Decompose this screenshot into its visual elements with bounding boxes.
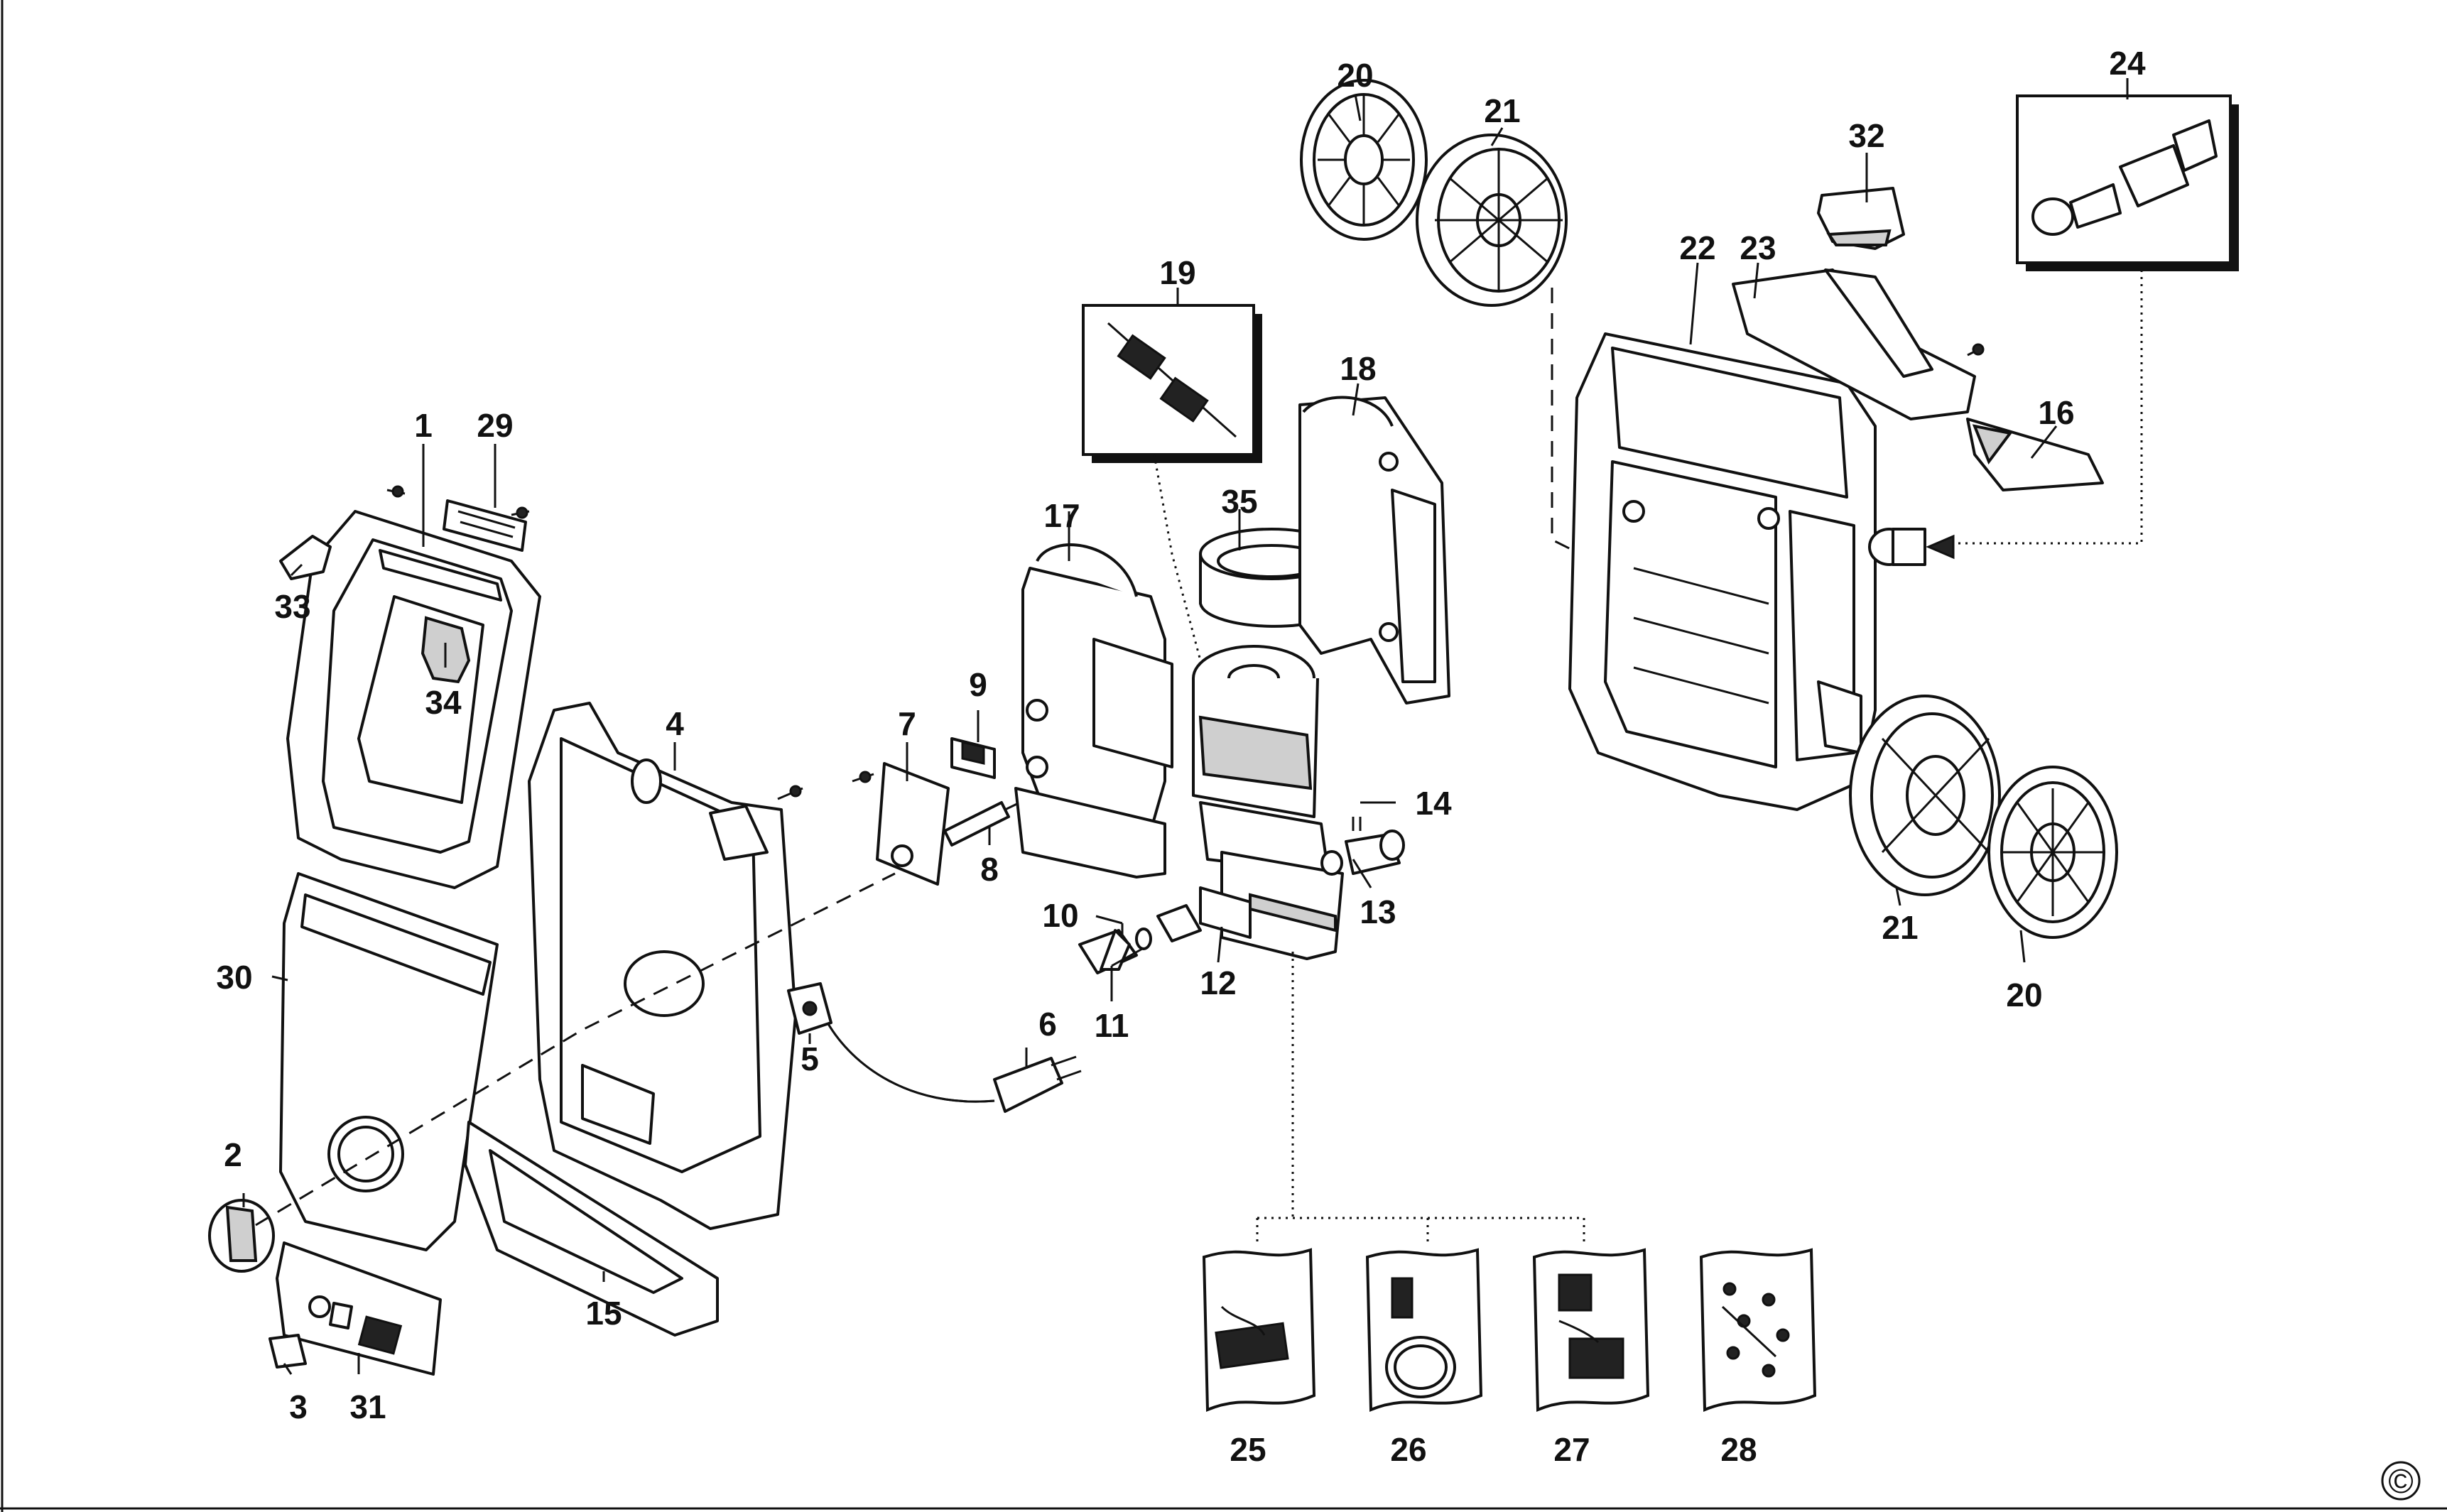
rocker-switch-part [950, 737, 996, 779]
brush-kit-bag-part [1202, 1248, 1316, 1412]
callout-5: 5 [801, 1040, 819, 1077]
callout-31: 31 [349, 1388, 386, 1425]
seal-kit-bag-part [1365, 1248, 1483, 1412]
wheel-part [1416, 134, 1568, 307]
bracket-part [1817, 187, 1905, 250]
callout-21-top: 21 [1484, 92, 1520, 129]
kit-link-line [1153, 454, 1202, 661]
clip-part [268, 1334, 307, 1369]
callout-labels: 1 29 33 34 4 7 9 8 10 11 12 13 14 17 35 … [216, 45, 2146, 1468]
power-cord-part [826, 1022, 1082, 1113]
callout-3: 3 [289, 1388, 308, 1425]
callout-28: 28 [1720, 1431, 1757, 1468]
thermal-fuse-part [943, 800, 1024, 847]
copyright-mark: © [2381, 1461, 2421, 1501]
circuit-board-part [852, 762, 950, 886]
motor-housing-part [1014, 543, 1173, 879]
callout-13: 13 [1360, 893, 1396, 930]
hose-coupler-part [1868, 528, 1955, 566]
selector-knob-part [208, 1199, 275, 1273]
leader-lines [242, 78, 2129, 1375]
front-cover-part [286, 510, 541, 889]
power-switch-part [787, 982, 832, 1035]
main-body-part [1568, 332, 1877, 811]
callout-14: 14 [1415, 785, 1452, 822]
hose-guide-part [1732, 268, 1985, 420]
wheel-part [1849, 695, 2001, 896]
callout-21-bottom: 21 [1882, 909, 1918, 946]
kit-link-line [1256, 952, 1585, 1243]
callout-8: 8 [980, 851, 999, 888]
callout-26: 26 [1390, 1431, 1426, 1468]
control-bezel-part [276, 1241, 442, 1376]
callout-29: 29 [477, 407, 513, 444]
callout-27: 27 [1553, 1431, 1590, 1468]
callout-9: 9 [969, 666, 987, 703]
carry-handle-part [464, 1121, 719, 1337]
callout-15: 15 [585, 1295, 622, 1332]
lower-front-panel-part [279, 872, 499, 1251]
carbon-brush-kit-part [1082, 304, 1262, 463]
callout-17: 17 [1043, 497, 1080, 534]
callout-4: 4 [666, 705, 684, 742]
copyright-symbol: © [2388, 1463, 2413, 1501]
badge-plate-part [443, 499, 527, 552]
callout-35: 35 [1221, 483, 1257, 520]
quick-coupler-kit-part [2016, 94, 2239, 271]
screw-part [777, 785, 803, 800]
callout-32: 32 [1848, 117, 1884, 154]
screw-kit-bag-part [1699, 1248, 1817, 1412]
callout-12: 12 [1200, 964, 1236, 1001]
callout-33: 33 [274, 588, 310, 625]
callout-30: 30 [216, 959, 252, 996]
callout-16: 16 [2038, 394, 2074, 431]
outlet-connector-part [1320, 817, 1405, 876]
callout-20-bottom: 20 [2006, 977, 2042, 1013]
callout-19: 19 [1159, 254, 1195, 291]
callout-10: 10 [1042, 897, 1078, 934]
handle-clip-part [279, 535, 332, 580]
valve-kit-bag-part [1532, 1248, 1650, 1412]
wheel-hubcap-part [1987, 766, 2118, 939]
inlet-connector-part [1078, 904, 1202, 974]
callout-20-top: 20 [1337, 57, 1373, 94]
callout-22: 22 [1679, 229, 1715, 266]
callout-1: 1 [414, 407, 433, 444]
callout-7: 7 [898, 705, 916, 742]
callout-25: 25 [1230, 1431, 1266, 1468]
wheel-hubcap-part [1300, 79, 1428, 241]
callout-18: 18 [1340, 350, 1376, 387]
wheel-axle-line [1551, 288, 1574, 552]
callout-6: 6 [1038, 1006, 1057, 1043]
screw-part [386, 485, 530, 519]
side-cover-part [1298, 396, 1450, 705]
callout-34: 34 [425, 684, 462, 721]
callout-2: 2 [224, 1136, 242, 1173]
mid-housing-part [528, 702, 797, 1230]
callout-11: 11 [1095, 1007, 1129, 1044]
motor-pump-part [1192, 645, 1344, 960]
callout-24: 24 [2109, 45, 2146, 82]
callout-23: 23 [1740, 229, 1776, 266]
